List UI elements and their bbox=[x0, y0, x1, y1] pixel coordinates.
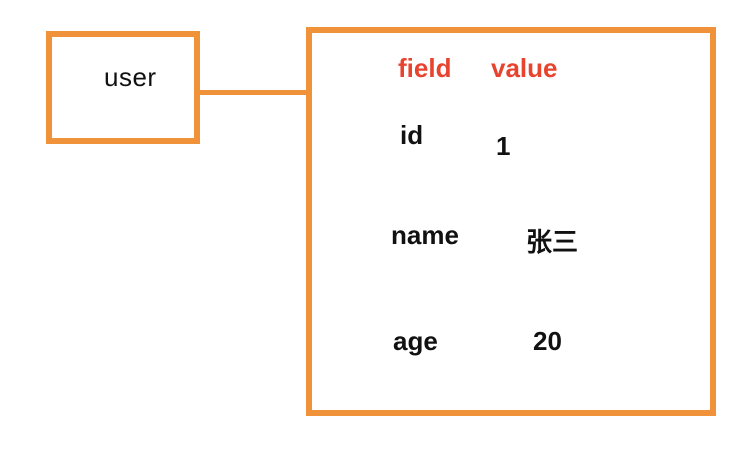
value-name: 张三 bbox=[526, 228, 579, 258]
value-id: 1 bbox=[496, 131, 511, 161]
value-column-header: value bbox=[491, 53, 558, 83]
field-id: id bbox=[400, 120, 424, 150]
value-age: 20 bbox=[533, 326, 562, 356]
field-column-header: field bbox=[398, 53, 452, 83]
key-box bbox=[46, 31, 200, 144]
key-to-hash-connector bbox=[196, 90, 310, 95]
hash-box bbox=[306, 27, 716, 416]
field-age: age bbox=[393, 326, 438, 356]
field-name: name bbox=[391, 220, 459, 250]
key-label: user bbox=[104, 62, 157, 92]
